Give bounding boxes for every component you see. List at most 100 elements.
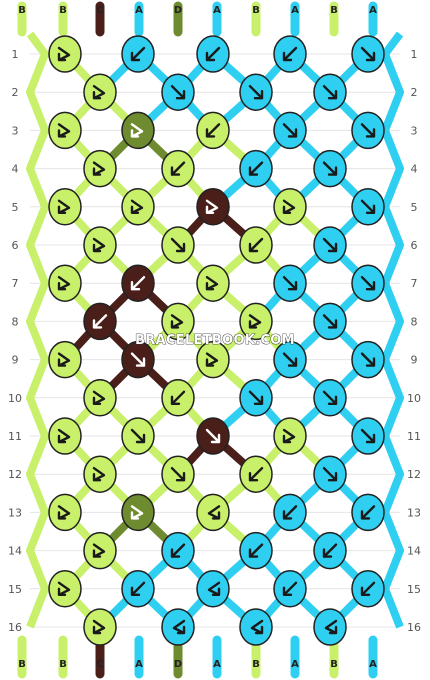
knot-arrow-icon xyxy=(130,199,144,214)
knot xyxy=(273,264,307,302)
knot xyxy=(161,149,195,188)
bottom-string-label: A xyxy=(291,659,299,670)
knot xyxy=(161,379,195,417)
top-string-label: A xyxy=(291,5,299,16)
knot-arrow-icon xyxy=(322,467,338,482)
knot-arrow-icon xyxy=(282,46,298,62)
knot-arrow-icon xyxy=(322,543,338,558)
knot-arrow-icon xyxy=(92,543,106,558)
knot-shape xyxy=(273,417,307,455)
knot-arrow-icon xyxy=(248,161,264,176)
knot xyxy=(161,531,195,570)
knot-arrow-icon xyxy=(170,543,186,558)
knot-arrow-icon xyxy=(282,428,296,444)
knot-arrow-icon xyxy=(170,314,184,329)
knot xyxy=(351,493,385,532)
bottom-string-label: A xyxy=(369,659,377,670)
knot-arrow-icon xyxy=(322,85,338,100)
top-string-label: A xyxy=(213,5,221,16)
knot xyxy=(161,302,195,341)
knot xyxy=(313,531,347,570)
knot xyxy=(196,35,230,73)
knot-shape xyxy=(196,493,230,532)
row-number-right: 7 xyxy=(411,277,418,290)
row-number-left: 4 xyxy=(12,163,19,176)
knot-arrow-icon xyxy=(92,390,106,405)
knot-arrow-icon xyxy=(360,581,376,596)
row-number-left: 5 xyxy=(12,201,19,214)
row-number-left: 16 xyxy=(8,621,22,634)
knot xyxy=(196,111,230,150)
knot xyxy=(83,608,117,646)
watermark: BRACELETBOOK.COM xyxy=(135,333,295,348)
knot-shape xyxy=(48,188,82,226)
knot xyxy=(83,302,117,341)
knot xyxy=(351,264,385,302)
knot-arrow-icon xyxy=(322,390,338,405)
knot xyxy=(83,531,117,570)
knot-arrow-icon xyxy=(322,237,338,253)
knot xyxy=(351,417,385,455)
knot-shape xyxy=(161,608,195,646)
row-number-right: 1 xyxy=(411,48,418,61)
knot-arrow-icon xyxy=(205,428,221,444)
knot-arrow-icon xyxy=(130,581,146,596)
knot-arrow-icon xyxy=(282,199,296,214)
knot-shape xyxy=(196,188,230,226)
knot-arrow-icon xyxy=(360,352,376,367)
knot-shape xyxy=(273,188,307,226)
knot-shape xyxy=(83,531,117,570)
knot xyxy=(239,149,273,188)
knot-shape xyxy=(48,417,82,455)
row-number-right: 11 xyxy=(407,430,421,443)
knot-arrow-icon xyxy=(92,161,106,176)
bottom-string-label: B xyxy=(18,659,26,670)
knot xyxy=(351,111,385,150)
bottom-string-label: C xyxy=(96,659,103,670)
knot-arrow-icon xyxy=(57,276,71,291)
knot-shape xyxy=(121,188,155,226)
knot xyxy=(313,73,347,111)
knot-arrow-icon xyxy=(324,619,338,635)
knot xyxy=(83,73,117,111)
knot xyxy=(351,340,385,379)
knot-arrow-icon xyxy=(170,161,186,176)
knot-arrow-icon xyxy=(92,619,106,635)
knot xyxy=(121,111,155,150)
knot-shape xyxy=(83,455,117,493)
knot xyxy=(313,455,347,493)
knot xyxy=(48,417,82,455)
knot xyxy=(313,608,347,646)
knot-arrow-icon xyxy=(57,123,71,138)
knot xyxy=(83,455,117,493)
knot xyxy=(273,188,307,226)
knot-arrow-icon xyxy=(170,237,186,253)
knot-arrow-icon xyxy=(282,123,298,138)
knot xyxy=(273,340,307,379)
knot xyxy=(351,188,385,226)
row-number-right: 16 xyxy=(407,621,421,634)
knot-shape xyxy=(48,35,82,73)
knot xyxy=(121,188,155,226)
knot-shape xyxy=(121,493,155,532)
knot-arrow-icon xyxy=(282,276,298,291)
knot-arrow-icon xyxy=(248,390,264,405)
edge-string xyxy=(381,31,404,629)
knot-shape xyxy=(239,608,273,646)
knot-arrow-icon xyxy=(130,123,144,138)
knot-arrow-icon xyxy=(170,467,186,482)
knot xyxy=(48,264,82,302)
knot-shape xyxy=(161,302,195,341)
knot-arrow-icon xyxy=(360,199,376,214)
knot-shape xyxy=(313,608,347,646)
knot xyxy=(239,608,273,646)
knot-shape xyxy=(48,264,82,302)
top-string-label: C xyxy=(96,5,103,16)
knot-arrow-icon xyxy=(360,505,376,520)
knot-arrow-icon xyxy=(205,352,219,367)
knot xyxy=(48,493,82,532)
row-number-right: 2 xyxy=(411,86,418,99)
knot-arrow-icon xyxy=(57,428,71,444)
knot-shape xyxy=(83,149,117,188)
